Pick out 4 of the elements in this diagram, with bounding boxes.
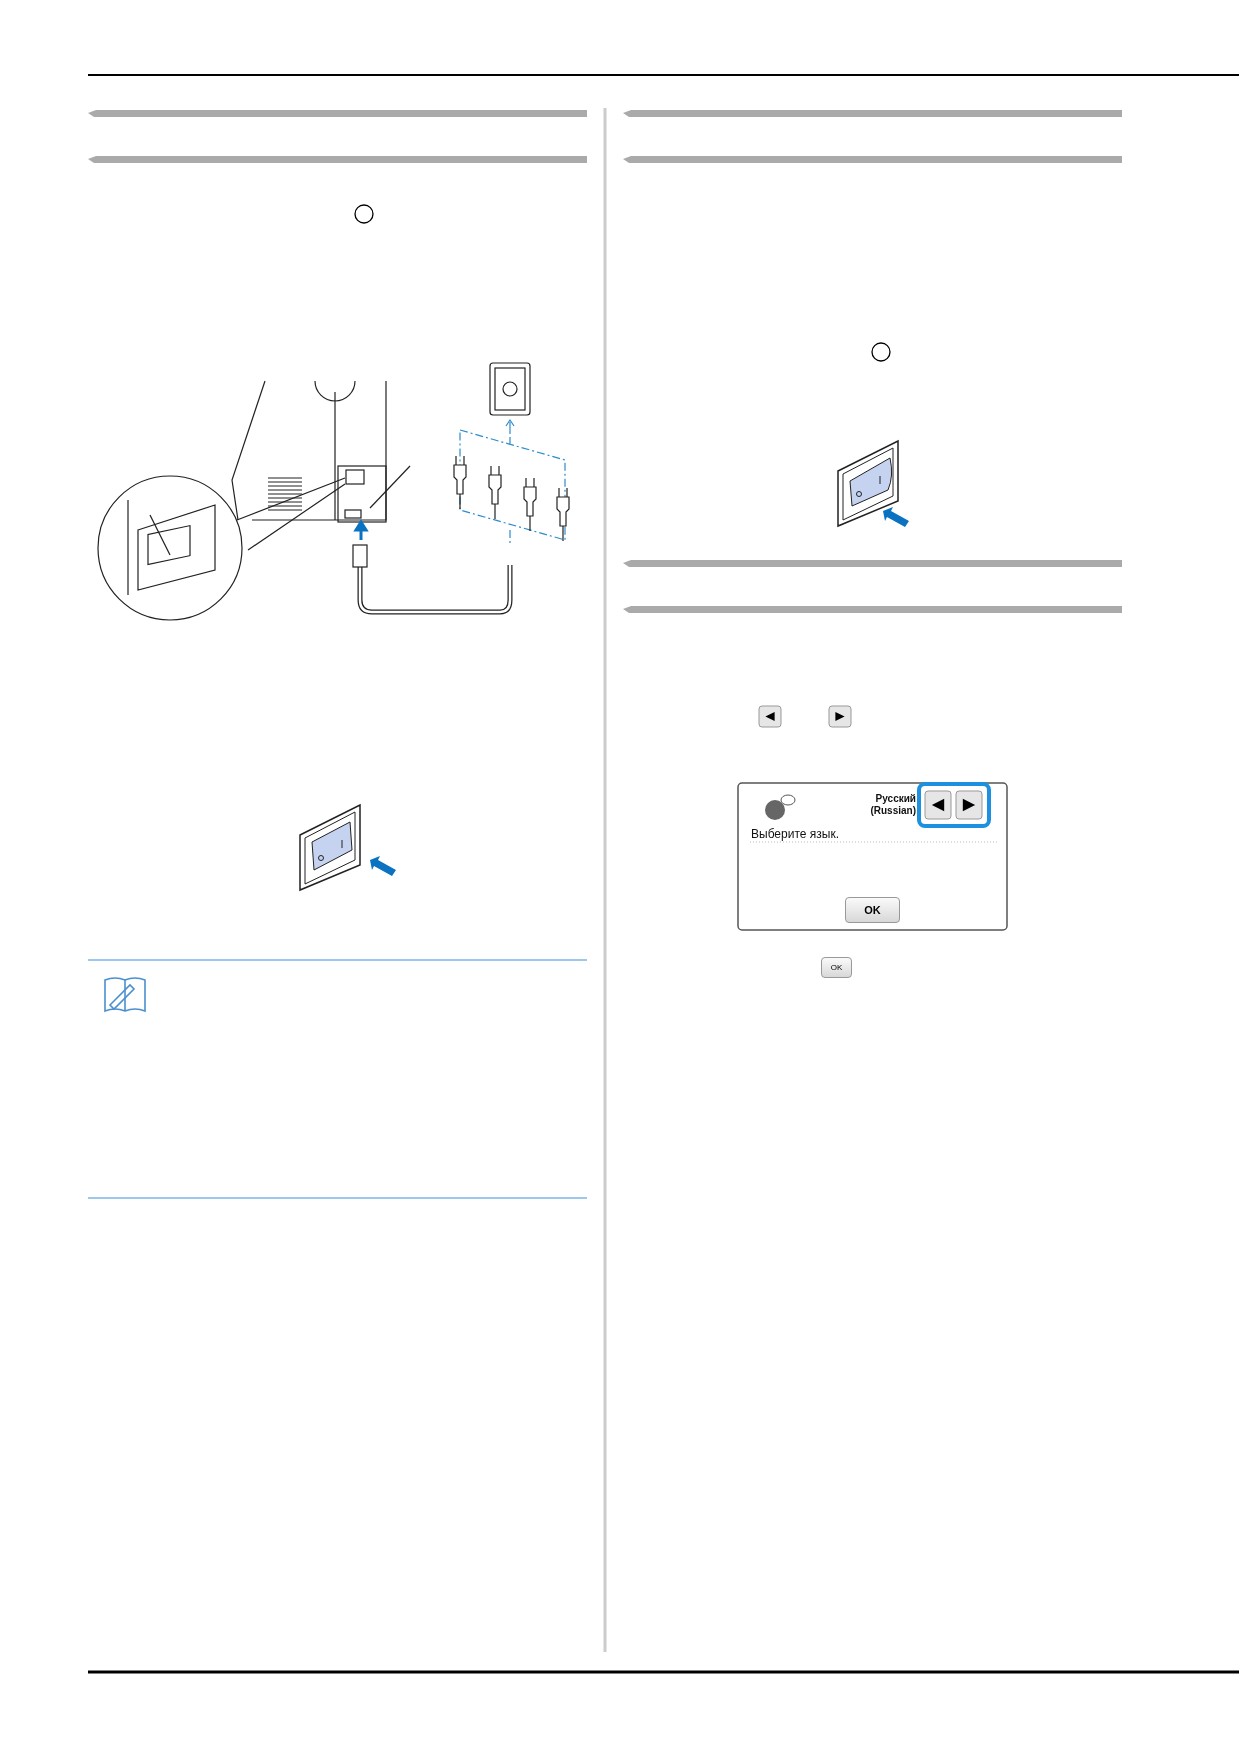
ok-button: OK: [845, 897, 900, 923]
language-name: Русский (Russian): [869, 793, 916, 817]
ok-button: OK: [821, 957, 852, 978]
prompt-text: Выберите язык.: [751, 827, 839, 841]
